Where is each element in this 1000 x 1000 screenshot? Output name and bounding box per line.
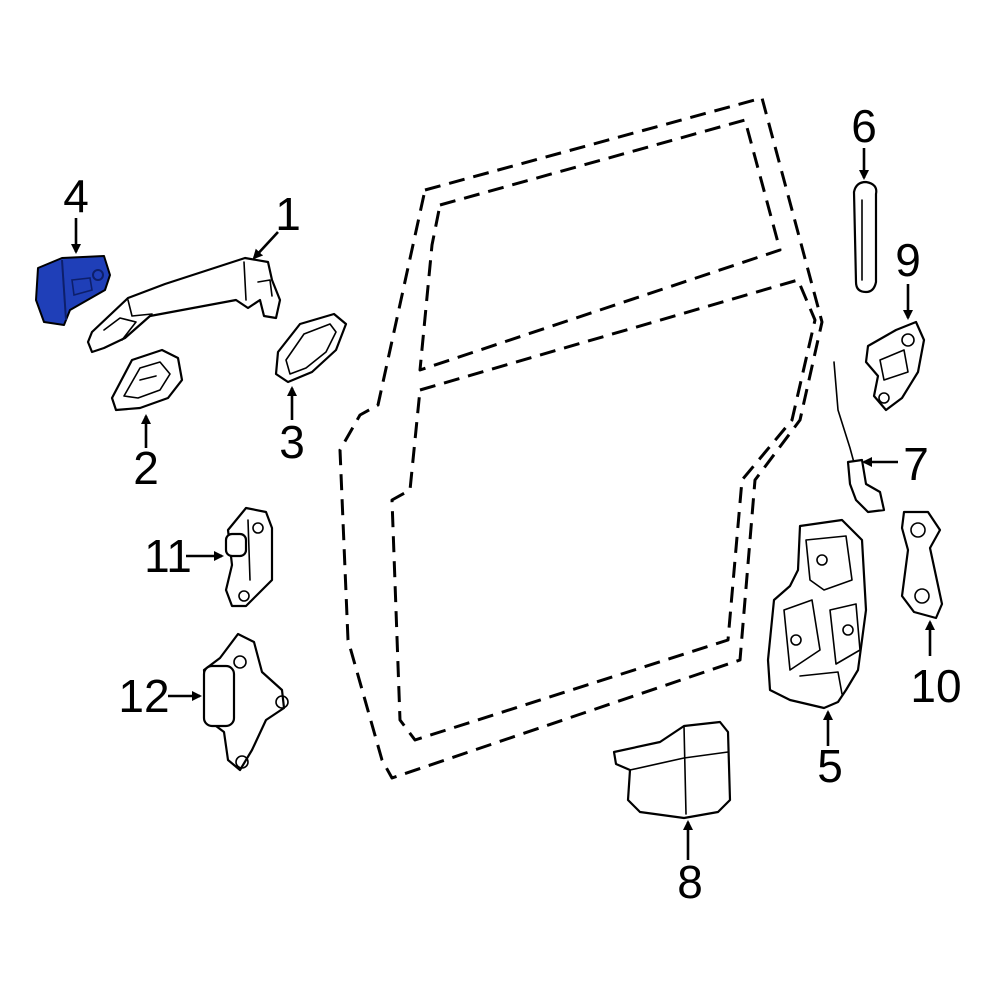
- callout-10: 10: [910, 660, 961, 712]
- callout-5: 5: [817, 740, 843, 792]
- callout-labels: 4 1 2 3 11 12 6 9 7 10 5 8: [63, 100, 961, 908]
- callout-11: 11: [144, 530, 192, 582]
- leader-arrows: [71, 148, 935, 860]
- part-7-rod[interactable]: [833, 361, 886, 514]
- door-outline: [338, 96, 824, 780]
- callout-3: 3: [279, 416, 305, 468]
- callout-6: 6: [851, 100, 877, 152]
- callout-8: 8: [677, 856, 703, 908]
- part-6-handle-insert[interactable]: [852, 180, 878, 294]
- callout-9: 9: [895, 234, 921, 286]
- part-12-lower-hinge[interactable]: [202, 632, 289, 772]
- callout-2: 2: [133, 442, 159, 494]
- arrow-1: [252, 231, 279, 260]
- part-9-striker[interactable]: [864, 320, 926, 412]
- part-8-cover[interactable]: [612, 720, 732, 820]
- part-10-shim[interactable]: [900, 510, 944, 620]
- part-2-handle-bezel[interactable]: [110, 348, 184, 412]
- callout-12: 12: [118, 670, 169, 722]
- callout-1: 1: [275, 188, 301, 240]
- part-1-outside-handle[interactable]: [86, 256, 282, 354]
- callout-4: 4: [63, 170, 89, 222]
- part-4-handle-cap[interactable]: [35, 255, 111, 326]
- part-3-handle-gasket[interactable]: [274, 312, 348, 384]
- callout-7: 7: [903, 438, 929, 490]
- part-11-upper-hinge[interactable]: [224, 506, 274, 608]
- part-5-lock-actuator[interactable]: [766, 518, 868, 710]
